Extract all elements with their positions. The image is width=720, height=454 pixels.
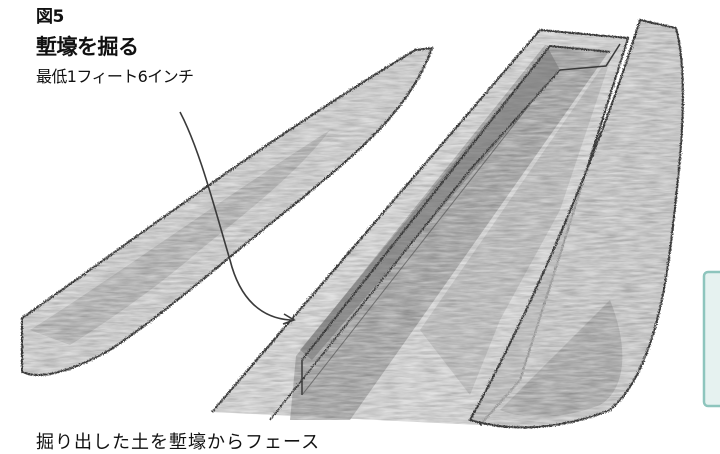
side-tab (702, 270, 720, 408)
right-soil-pile (468, 18, 684, 429)
curved-arrow-icon (179, 111, 296, 325)
cut-off-caption: 掘り出した土を塹壕からフェース (36, 432, 321, 453)
figure-title: 塹壕を掘る (36, 35, 139, 59)
trench-illustration (21, 18, 720, 429)
figure-subtitle: 最低1フィート6インチ (36, 67, 194, 86)
left-soil-pile (21, 46, 434, 376)
figure-number: 図5 (36, 7, 64, 27)
